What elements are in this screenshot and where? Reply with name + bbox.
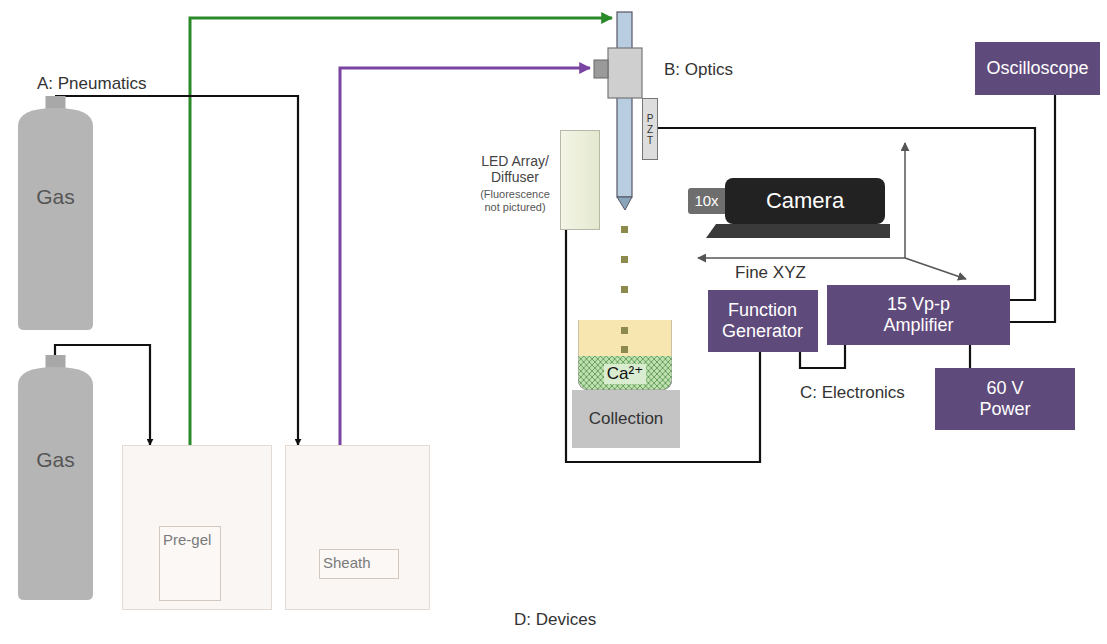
nozzle-block [608, 48, 642, 98]
connector [1010, 95, 1055, 322]
gas-cylinder [18, 355, 93, 600]
section-label: C: Electronics [798, 383, 907, 403]
gas-node: Gas [18, 355, 93, 600]
axis-x [698, 257, 905, 259]
connector [969, 345, 971, 368]
section-label: A: Pneumatics [35, 74, 149, 94]
axis-y [905, 258, 966, 279]
purple-node: 60 V Power [935, 368, 1075, 430]
section-label: B: Optics [662, 60, 735, 80]
pzt-node: PZT [642, 98, 658, 160]
sheath-port [594, 60, 608, 78]
droplet [621, 226, 628, 233]
camera-stage [706, 224, 890, 238]
lens-label: 10x [694, 192, 718, 209]
pzt-label: PZT [645, 113, 655, 146]
droplet [621, 256, 628, 263]
section-label: D: Devices [512, 610, 598, 630]
section-label: Fine XYZ [733, 263, 808, 283]
gas-cylinder [18, 96, 93, 330]
container-node: Pre-gel [122, 445, 272, 610]
device-label: Function Generator [713, 300, 813, 341]
gas-node: Gas [18, 96, 93, 330]
lens-node: 10x [688, 188, 725, 214]
gas-label: Gas [36, 448, 75, 472]
axis-z [904, 143, 906, 258]
led-node: LED Array/ Diffuser(Fluorescence not pic… [560, 130, 600, 230]
solution-label: Ca²⁺ [604, 364, 646, 384]
led-note: (Fluorescence not pictured) [473, 188, 557, 213]
led-caption: LED Array/ Diffuser (Fluorescence not pic… [473, 153, 557, 213]
connector-layer [55, 95, 1055, 462]
device-label: 60 V Power [970, 378, 1040, 419]
led-heading: LED Array/ Diffuser [473, 153, 557, 185]
device-label: 15 Vp-p Amplifier [859, 294, 979, 335]
purple-node: 15 Vp-p Amplifier [827, 285, 1010, 345]
reservoir-label: Pre-gel [159, 526, 221, 601]
connector [658, 128, 1035, 300]
camera-label: Camera [766, 188, 844, 213]
gas-label: Gas [36, 185, 75, 209]
nozzle-tip [617, 197, 632, 210]
beaker-node: Ca²⁺ [578, 320, 672, 390]
collection-label: Collection [589, 409, 664, 429]
purple-node: Oscilloscope [975, 42, 1100, 95]
purple-node: Function Generator [708, 290, 818, 352]
reservoir-label: Sheath [319, 549, 399, 579]
container-node: Sheath [285, 445, 430, 610]
coll-node: Collection [572, 390, 680, 448]
camera-node: Camera [725, 178, 885, 224]
nozzle-tube [617, 12, 632, 197]
droplet [621, 286, 628, 293]
device-label: Oscilloscope [986, 58, 1088, 79]
